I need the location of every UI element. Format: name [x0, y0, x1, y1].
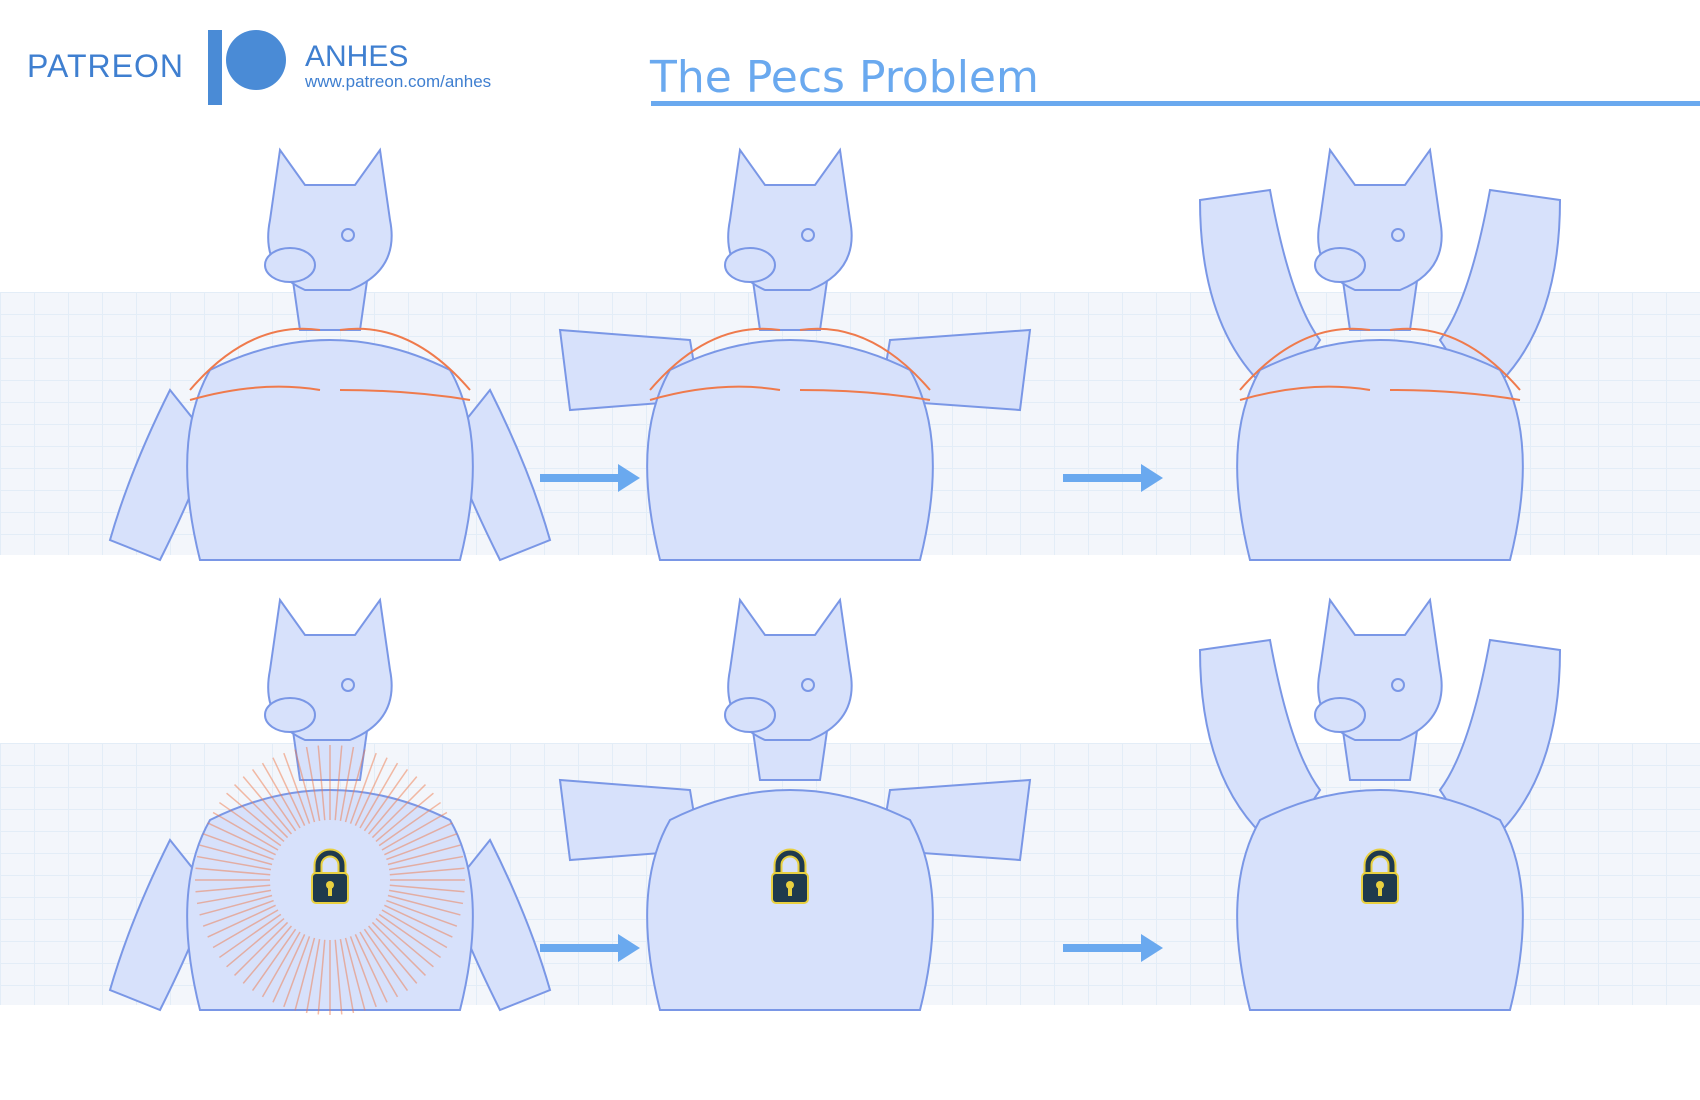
figure-bottom-arms-up: [1140, 590, 1640, 1034]
eye: [1391, 678, 1405, 692]
torso: [186, 339, 474, 561]
author-url[interactable]: www.patreon.com/anhes: [305, 72, 492, 91]
snout: [1314, 697, 1366, 733]
pec-muscle-lines: [189, 327, 471, 401]
figure-top-arms-out: [550, 140, 1050, 584]
arrow-right-icon: [540, 934, 640, 966]
page-title: The Pecs Problem: [650, 52, 1039, 103]
author-name: ANHES: [305, 40, 409, 73]
eye: [341, 678, 355, 692]
title-underline: [651, 101, 1700, 106]
torso: [646, 339, 934, 561]
censor-burst: [195, 745, 465, 1015]
pec-muscle-lines: [1239, 327, 1521, 401]
patreon-wordmark: PATREON: [27, 48, 184, 84]
snout: [1314, 247, 1366, 283]
eye: [341, 228, 355, 242]
eye: [1391, 228, 1405, 242]
patreon-logo-circle: [226, 30, 286, 90]
snout: [724, 697, 776, 733]
figure-bottom-arms-out: [550, 590, 1050, 1034]
figure-bottom-arms-down: [90, 590, 590, 1034]
arrow-right-icon: [1063, 464, 1163, 496]
eye: [801, 678, 815, 692]
patreon-logo-bar: [208, 30, 222, 105]
snout: [724, 247, 776, 283]
lock-icon: [1361, 848, 1399, 904]
pec-muscle-lines: [649, 327, 931, 401]
eye: [801, 228, 815, 242]
figure-top-arms-up: [1140, 140, 1640, 584]
lock-icon: [311, 848, 349, 904]
arrow-right-icon: [540, 464, 640, 496]
arrow-right-icon: [1063, 934, 1163, 966]
snout: [264, 247, 316, 283]
snout: [264, 697, 316, 733]
lock-icon: [771, 848, 809, 904]
torso: [1236, 339, 1524, 561]
figure-top-arms-down: [90, 140, 590, 584]
